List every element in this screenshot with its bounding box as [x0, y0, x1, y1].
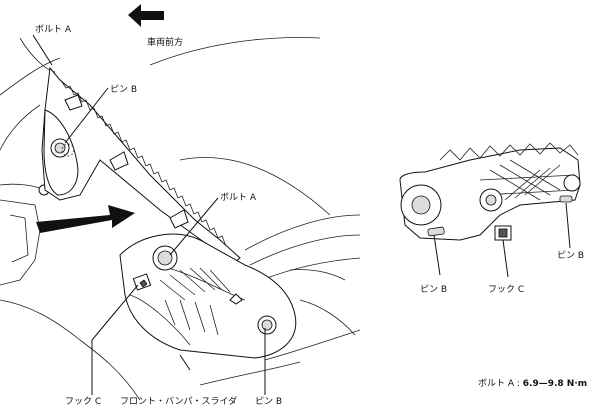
- pin-b-label-right: ピン B: [557, 250, 584, 261]
- pin-b-label-right-left: ピン B: [420, 284, 447, 295]
- direction-label: 車両前方: [147, 36, 183, 48]
- pin-b-label-bottom: ピン B: [255, 396, 282, 407]
- slider-label: フロント・バンパ・スライダ: [120, 395, 237, 407]
- torque-label: ボルト A :: [478, 378, 523, 389]
- bolt-a-label-top: ボルト A: [35, 24, 72, 35]
- pin-b-label-top: ピン B: [110, 84, 137, 95]
- torque-value: 6.9—9.8 N·m: [523, 379, 587, 389]
- bumper-bracket: [41, 66, 241, 263]
- body-outline-lines: [0, 37, 361, 386]
- torque-spec: ボルト A : 6.9—9.8 N·m: [478, 378, 587, 389]
- leader-lines-right: [433, 202, 571, 278]
- bumper-slider: [119, 233, 297, 359]
- bolt-a-label-mid: ボルト A: [220, 192, 257, 203]
- leader-lines-left: [32, 34, 266, 395]
- insertion-arrow: [36, 205, 135, 233]
- hook-c-label-right: フック C: [488, 284, 524, 295]
- arrow-left-icon: [128, 4, 164, 27]
- hook-c-label-left: フック C: [65, 396, 101, 407]
- side-panel: [0, 183, 141, 401]
- detail-bracket: [399, 142, 581, 241]
